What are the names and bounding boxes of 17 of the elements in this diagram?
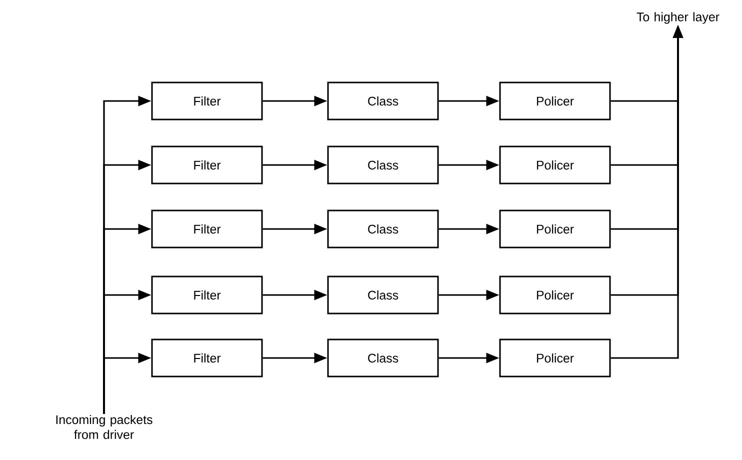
process-box: Policer <box>499 82 611 120</box>
process-box: Policer <box>499 210 611 248</box>
process-box: Class <box>327 210 439 248</box>
process-box: Class <box>327 276 439 314</box>
process-box: Policer <box>499 276 611 314</box>
text-label: Incoming packets from driver <box>56 414 152 440</box>
process-box: Filter <box>151 82 263 120</box>
process-box: Policer <box>499 338 611 378</box>
process-box: Filter <box>151 146 263 184</box>
process-box: Class <box>327 338 439 378</box>
process-box: Filter <box>151 276 263 314</box>
process-box: Filter <box>151 210 263 248</box>
process-box: Class <box>327 82 439 120</box>
process-box: Filter <box>151 338 263 378</box>
process-box: Policer <box>499 146 611 184</box>
process-box: Class <box>327 146 439 184</box>
text-label: To higher layer <box>636 12 720 24</box>
